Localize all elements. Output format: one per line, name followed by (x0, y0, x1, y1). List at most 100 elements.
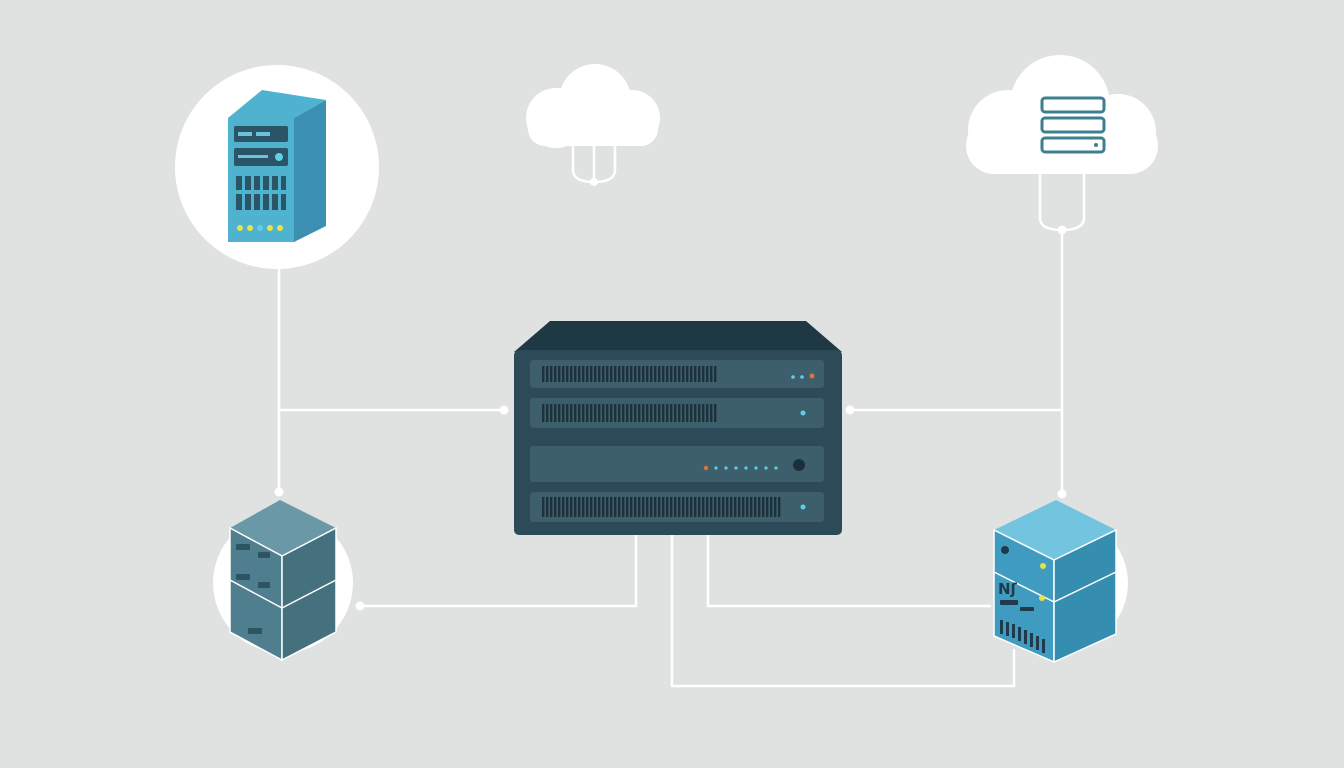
vent-slot (670, 497, 673, 517)
vent-slot (610, 404, 613, 422)
vent-slot (570, 366, 573, 382)
vent-slot (570, 404, 573, 422)
database-stack-icon (1040, 96, 1106, 154)
vent-slot (642, 404, 645, 422)
vent-slot (738, 497, 741, 517)
vent-slot (582, 497, 585, 517)
vent-slot (758, 497, 761, 517)
vent-slot (662, 404, 665, 422)
connector-cloud-left-fork (571, 138, 617, 184)
nas-cube-icon: Nʃ (993, 500, 1117, 664)
vent-slot (682, 366, 685, 382)
vent-slot (614, 366, 617, 382)
vent-slot (634, 366, 637, 382)
cloud-database-icon (966, 55, 1158, 174)
vent-slot (622, 366, 625, 382)
vent-slot (654, 497, 657, 517)
junction-dot (1057, 489, 1067, 499)
vent-slot (586, 497, 589, 517)
vent-slot (542, 366, 545, 382)
connector-rack-to-cube (358, 534, 638, 608)
connector-cloud-right-fork (1038, 170, 1086, 232)
vent-slot (642, 366, 645, 382)
vent-slot (598, 497, 601, 517)
vent-slot (558, 404, 561, 422)
vent-slot (606, 404, 609, 422)
vent-slot (594, 366, 597, 382)
vent-slot (694, 497, 697, 517)
cloud-right-node (966, 55, 1158, 174)
vent-slot (742, 497, 745, 517)
vent-slot (574, 366, 577, 382)
vent-slot (586, 404, 589, 422)
vent-slot (706, 366, 709, 382)
vent-slot (566, 404, 569, 422)
vent-slot (630, 366, 633, 382)
vent-slot (690, 404, 693, 422)
vent-slot (646, 404, 649, 422)
vent-slot (694, 366, 697, 382)
vent-slot (630, 497, 633, 517)
vent-slot (542, 404, 545, 422)
vent-slot (590, 497, 593, 517)
storage-cube-icon (229, 500, 337, 662)
vent-slot (778, 497, 781, 517)
rack-switch-icon (514, 321, 842, 535)
vent-slot (658, 404, 661, 422)
vent-slot (654, 404, 657, 422)
vent-slot (550, 497, 553, 517)
vent-slot (670, 404, 673, 422)
vent-slot (754, 497, 757, 517)
vent-slot (686, 497, 689, 517)
vent-slot (606, 366, 609, 382)
vent-slot (686, 366, 689, 382)
vent-slot (762, 497, 765, 517)
vent-slot (710, 404, 713, 422)
nas-grille (1000, 620, 1045, 653)
cloud-left-node (526, 64, 660, 148)
vent-slot (610, 497, 613, 517)
storage-cube-left-node (213, 500, 353, 662)
vent-slot (602, 404, 605, 422)
vent-slot (606, 497, 609, 517)
junction-dot (499, 405, 509, 415)
vent-slot (570, 497, 573, 517)
vent-slot (586, 366, 589, 382)
junction-dot (355, 601, 365, 611)
vent-slot (650, 404, 653, 422)
vent-slot (626, 366, 629, 382)
vent-slot (562, 366, 565, 382)
vent-slot (746, 497, 749, 517)
vent-slot (670, 366, 673, 382)
vent-slot (614, 404, 617, 422)
vent-slot (682, 404, 685, 422)
tower-server-node (175, 65, 379, 269)
cloud-icon (526, 64, 660, 148)
vent-slot (550, 366, 553, 382)
vent-slot (546, 497, 549, 517)
tower-server-icon (228, 90, 326, 242)
vent-slot (650, 366, 653, 382)
vent-slot (626, 497, 629, 517)
vent-slot (714, 497, 717, 517)
vent-slot (638, 497, 641, 517)
vent-slot (646, 366, 649, 382)
vent-slot (622, 404, 625, 422)
vent-slot (598, 366, 601, 382)
vent-slot (710, 497, 713, 517)
rack-switch-node (514, 321, 842, 535)
vent-slot (666, 497, 669, 517)
vent-slot (734, 497, 737, 517)
vent-slot (662, 366, 665, 382)
vent-slot (686, 404, 689, 422)
vent-slot (638, 404, 641, 422)
vent-slot (706, 404, 709, 422)
vent-slot (554, 366, 557, 382)
vent-slot (638, 366, 641, 382)
vent-slot (630, 404, 633, 422)
vent-slot (730, 497, 733, 517)
vent-slot (750, 497, 753, 517)
vent-slot (590, 404, 593, 422)
vent-slot (542, 497, 545, 517)
